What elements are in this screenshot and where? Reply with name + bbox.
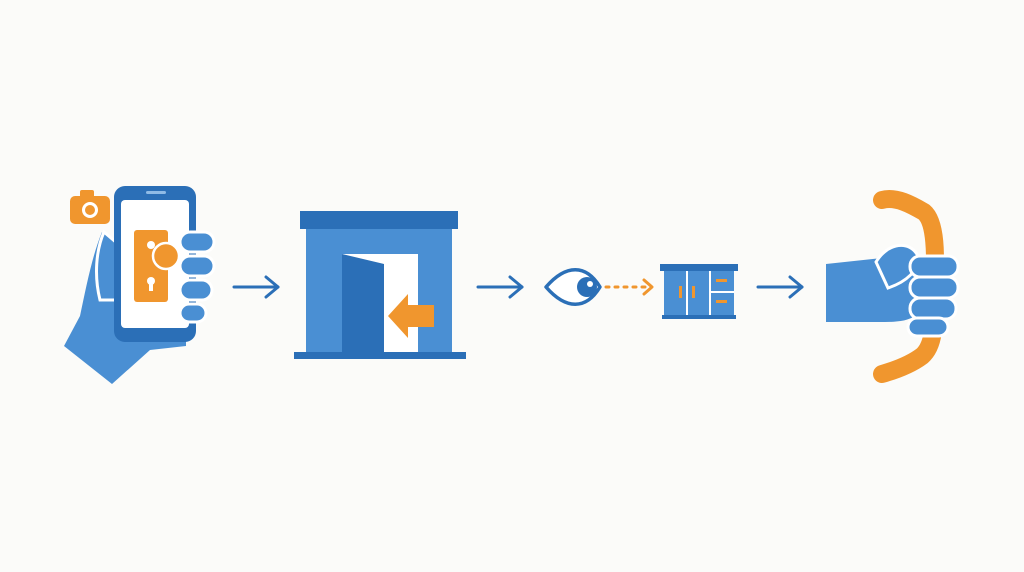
open-door-leaf	[342, 254, 384, 354]
fist-fingers	[906, 254, 960, 338]
dotted-arrow-eye-to-cabinet	[604, 278, 654, 296]
arrow-enter-to-locate	[476, 275, 524, 299]
fist-gripping-handle-icon	[826, 190, 960, 383]
door-lintel	[300, 211, 458, 229]
hand-fingers	[178, 230, 216, 324]
enter-arrow	[388, 294, 434, 338]
door-lock-photo	[134, 230, 181, 302]
door-threshold	[294, 352, 466, 359]
hand-holding-phone-icon	[64, 186, 216, 384]
open-doorway-icon	[294, 211, 466, 359]
cabinet-icon	[660, 264, 738, 319]
arrow-locate-to-grab	[756, 275, 804, 299]
arrow-scan-to-enter	[232, 275, 280, 299]
eye-icon	[544, 268, 602, 306]
camera-icon	[70, 190, 110, 224]
